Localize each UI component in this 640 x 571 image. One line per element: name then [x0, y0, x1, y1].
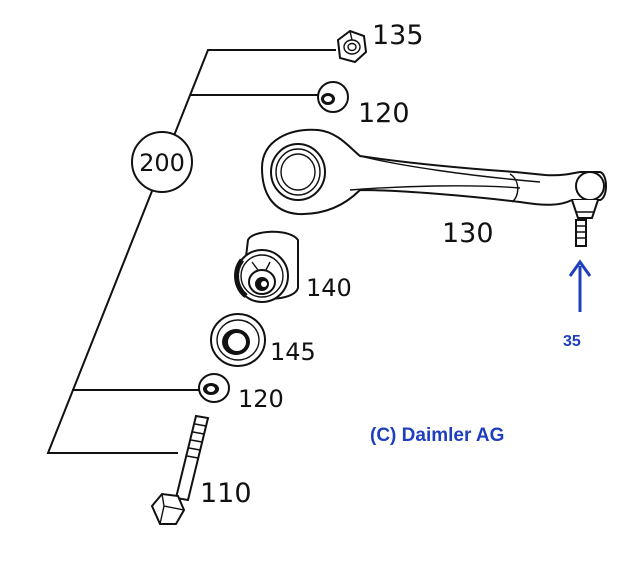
bushing-ring-label: 145 — [270, 338, 316, 366]
bushing-ring — [210, 313, 266, 367]
copyright-notice: (C) Daimler AG — [370, 425, 504, 446]
hex-bolt — [150, 414, 210, 525]
assembly-callout: 200 — [131, 131, 193, 193]
ball-joint-ref-label: 35 — [563, 333, 581, 350]
bushing — [234, 230, 299, 303]
bushing-label: 140 — [306, 274, 352, 302]
washer-bottom-label: 120 — [238, 385, 284, 413]
hex-nut — [336, 29, 368, 64]
ball-joint-arrow — [568, 259, 592, 312]
bolt-label: 110 — [200, 478, 252, 509]
control-arm — [260, 128, 607, 247]
assembly-bracket — [46, 49, 336, 454]
washer-bottom — [198, 373, 230, 403]
washer-top — [317, 81, 349, 113]
washer-top-label: 120 — [358, 98, 410, 129]
control-arm-label: 130 — [442, 218, 494, 249]
nut-label: 135 — [372, 20, 424, 51]
assembly-number: 200 — [139, 149, 185, 177]
